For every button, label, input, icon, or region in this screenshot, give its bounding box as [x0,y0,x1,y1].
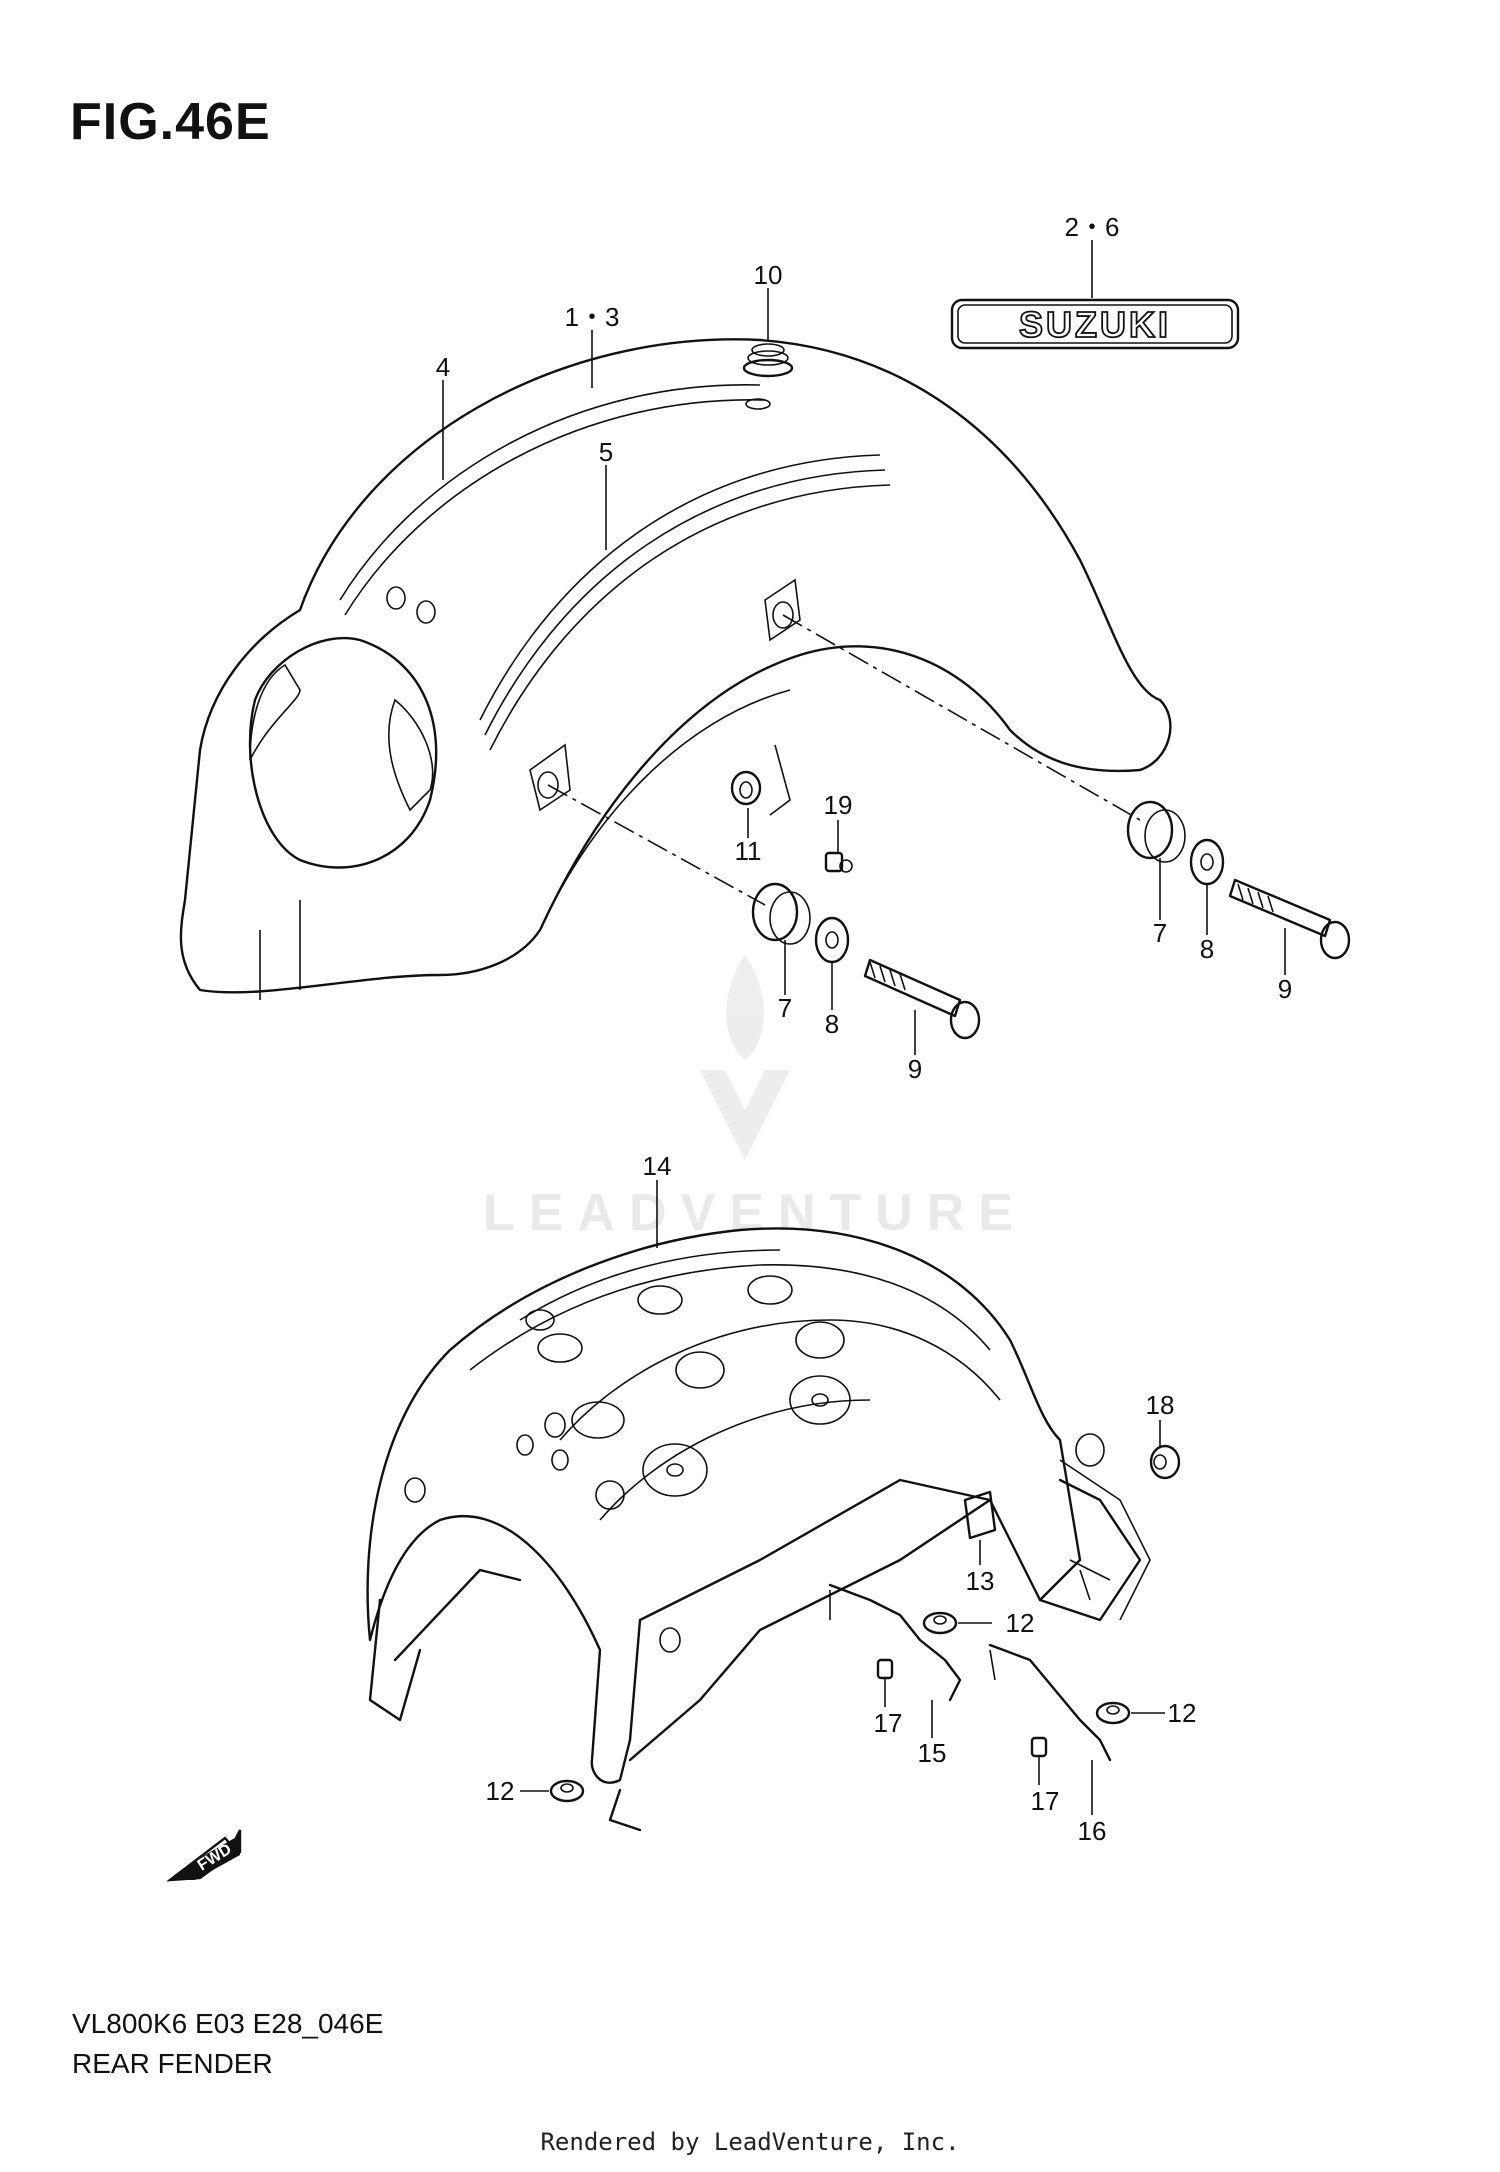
grommet-10 [742,343,794,378]
bolt-9-right [1228,878,1351,960]
nut-18 [1149,1444,1181,1480]
callout-11: 11 [735,836,762,866]
washer-8-left [814,916,850,964]
label-plate-13 [963,1490,997,1540]
callout-8-right: 8 [1200,934,1214,964]
callout-1-3: 1・3 [565,302,620,332]
callout-9-right: 9 [1278,974,1292,1004]
clamp-nut-12c [549,1779,585,1803]
clamp-nut-12a [922,1611,958,1635]
bracket-16 [988,1643,1112,1762]
callout-17-b: 17 [1031,1786,1060,1816]
rear-fender [179,338,1172,1000]
callout-13: 13 [966,1566,995,1596]
inner-fender-14 [366,1227,1151,1832]
callout-12-c: 12 [486,1776,515,1806]
callout-9-left: 9 [908,1054,922,1084]
leader-lines [442,240,1286,1815]
screw-17b [1030,1736,1048,1768]
section-name: REAR FENDER [72,2048,273,2079]
callout-16: 16 [1078,1816,1107,1846]
cushion-7-left [751,882,811,945]
leadventure-logo-icon [700,955,790,1160]
callout-4: 4 [436,352,450,382]
suzuki-emblem-icon: SUZUKI [950,298,1240,350]
watermark-text: LEADVENTURE [483,1184,1027,1242]
callout-12-a: 12 [1006,1608,1035,1638]
callout-17-a: 17 [874,1708,903,1738]
model-code: VL800K6 E03 E28_046E [72,2008,384,2039]
callout-5: 5 [599,437,613,467]
bracket-15 [828,1583,962,1702]
callout-2-6: 2・6 [1065,212,1120,242]
callout-15: 15 [918,1738,947,1768]
screw-19 [824,851,853,873]
fwd-arrow-icon: FWD [166,1829,242,1882]
clamp-nut-12b [1095,1701,1131,1725]
callout-18: 18 [1146,1390,1175,1420]
callout-7-right: 7 [1153,918,1167,948]
rendered-by-credit: Rendered by LeadVenture, Inc. [540,2128,960,2156]
figure-title: FIG.46E [70,93,271,151]
callout-12-b: 12 [1168,1698,1197,1728]
nut-11 [730,744,791,816]
callout-19: 19 [824,790,853,820]
callout-8-left: 8 [825,1009,839,1039]
emblem-text: SUZUKI [1019,304,1171,345]
callout-7-left: 7 [778,993,792,1023]
washer-8-right [1189,838,1225,886]
callout-labels: 2・6 1・3 10 4 5 19 11 7 8 9 7 8 9 14 18 1… [436,212,1292,1846]
callout-14: 14 [643,1151,672,1181]
screw-17a [876,1658,894,1690]
cushion-7-right [1126,800,1186,863]
callout-10: 10 [754,260,783,290]
bolt-9-left [863,958,981,1040]
